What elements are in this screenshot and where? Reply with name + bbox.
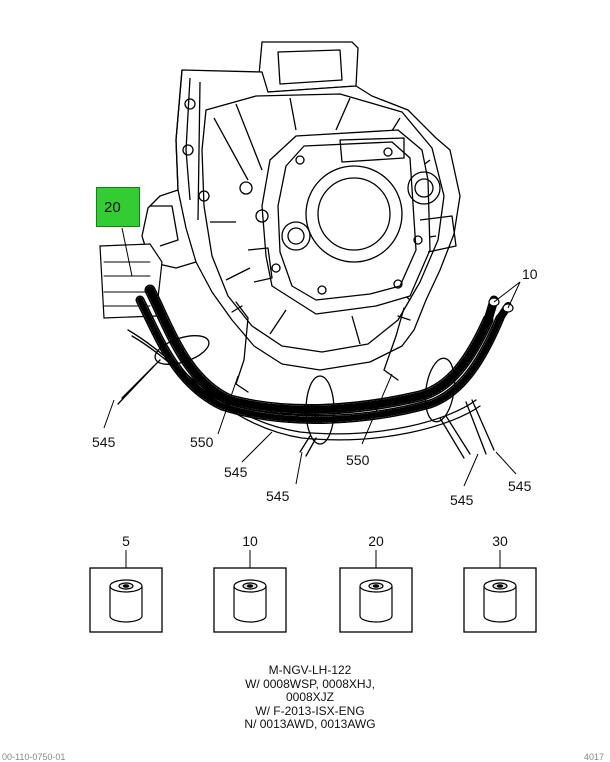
footer-page-ref: 4017 bbox=[584, 752, 605, 762]
leader-lines bbox=[103, 227, 521, 568]
cable-tie-spool-icons bbox=[109, 579, 517, 623]
callout-550-right[interactable]: 550 bbox=[346, 452, 370, 468]
applicability-caption: M-NGV-LH-122 W/ 0008WSP, 0008XHJ, 0008XJ… bbox=[190, 663, 430, 732]
callout-550-left[interactable]: 550 bbox=[190, 434, 214, 450]
caption-line: W/ 0008WSP, 0008XHJ, bbox=[245, 676, 375, 691]
kit-label-5[interactable]: 5 bbox=[122, 533, 130, 549]
callout-545-right[interactable]: 545 bbox=[450, 492, 474, 508]
callout-545-left[interactable]: 545 bbox=[92, 434, 116, 450]
callout-10[interactable]: 10 bbox=[522, 266, 538, 282]
kit-label-30[interactable]: 30 bbox=[492, 533, 508, 549]
callout-545-center[interactable]: 545 bbox=[266, 488, 290, 504]
kit-label-10[interactable]: 10 bbox=[242, 533, 258, 549]
kit-label-20[interactable]: 20 bbox=[368, 533, 384, 549]
engine-flywheel-housing bbox=[141, 41, 461, 371]
caption-line: N/ 0013AWD, 0013AWG bbox=[244, 717, 376, 731]
callout-545-center-left[interactable]: 545 bbox=[224, 464, 248, 480]
wire-harness bbox=[99, 243, 514, 459]
caption-line: M-NGV-LH-122 bbox=[268, 663, 352, 677]
kit-boxes bbox=[89, 567, 537, 633]
footer-drawing-number: 00-110-0750-01 bbox=[2, 752, 66, 762]
callout-20-highlighted[interactable]: 20 bbox=[104, 199, 121, 216]
highlight-box bbox=[96, 187, 140, 227]
callout-545-far-right[interactable]: 545 bbox=[508, 478, 532, 494]
caption-line: W/ F-2013-ISX-ENG bbox=[255, 703, 365, 718]
caption-line: 0008XJZ bbox=[285, 690, 335, 704]
